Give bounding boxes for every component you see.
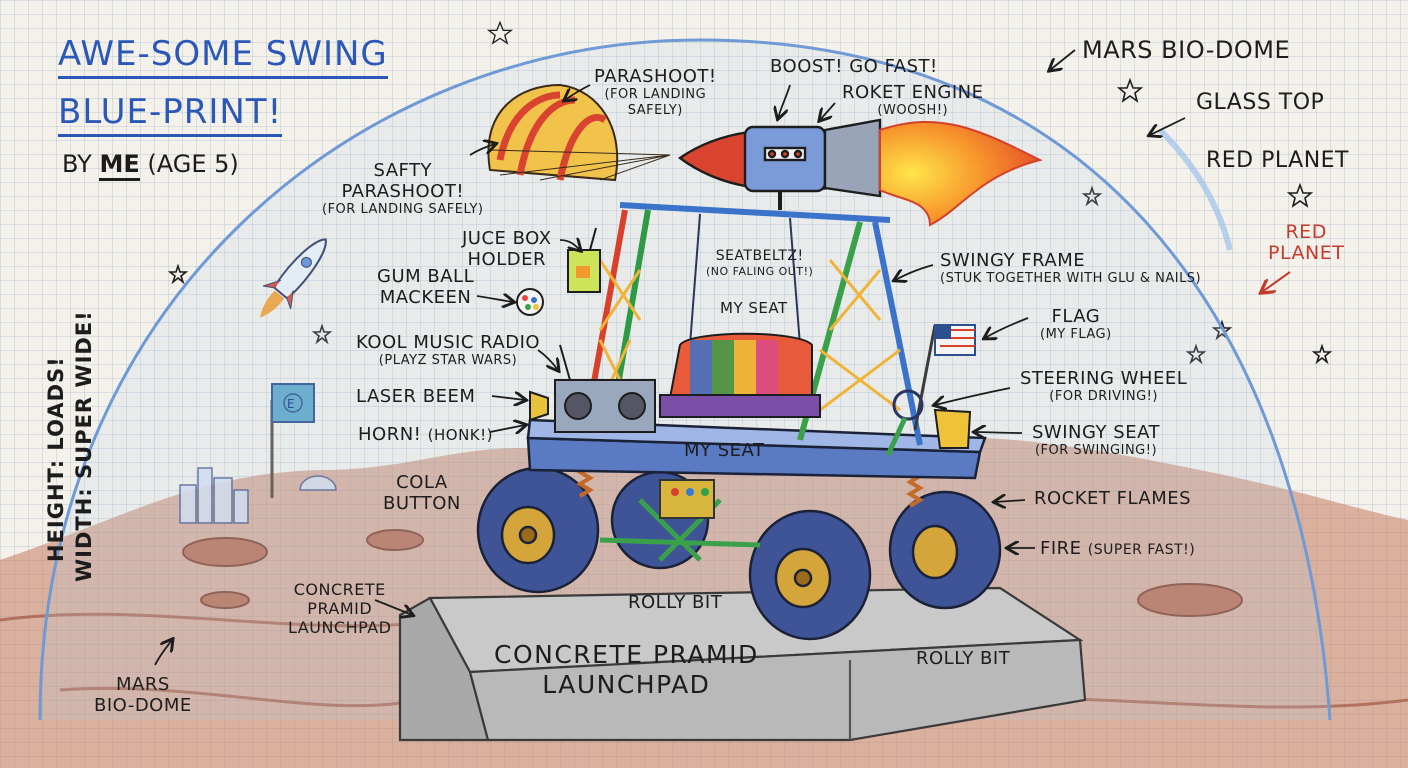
safty-note: (FOR LANDING SAFELY) [322,202,484,217]
juce-line-1: JUCE BOX [462,228,552,249]
label-launchpad-left: CONCRETE PRAMID LAUNCHPAD [288,580,392,637]
star-decoration [167,20,1333,365]
label-mars-bio-dome-bottom: MARS BIO-DOME [94,674,192,716]
byline-suffix: (AGE 5) [147,150,239,178]
label-swingy-seat: SWINGY SEAT (FOR SWINGING!) [1032,422,1160,459]
radio [554,344,656,433]
label-parashoot: PARASHOOT! (FOR LANDING SAFELY) [594,66,717,119]
gum-line-1: GUM BALL [377,266,475,287]
frame-text: SWINGY FRAME [940,250,1086,271]
launchpad [398,586,1087,742]
red-planet-red-line-1: RED [1285,221,1327,243]
cola-line-1: COLA [396,472,448,493]
horn [529,390,549,422]
wheel-front-left [748,509,872,641]
label-glass-top: GLASS TOP [1196,90,1325,115]
byline-me: ME [99,150,140,181]
gum-line-2: MACKEEN [379,287,472,308]
swingy-seat-text: SWINGY SEAT [1032,422,1160,443]
fire-text: FIRE [1040,538,1082,559]
label-fire: FIRE (SUPER FAST!) [1040,538,1195,561]
small-seat [933,408,972,449]
width-label: WIDTH: SUPER WIDE! [72,310,96,582]
label-red-planet-red: RED PLANET [1268,222,1344,264]
safty-line-1: SAFTY [373,160,433,181]
label-rolly-bit-top: ROLLY BIT [628,592,723,613]
rocket [677,118,882,210]
label-rocket-flames: ROCKET FLAMES [1034,488,1192,509]
flag-text: FLAG [1051,306,1101,327]
launchpad-left-3: LAUNCHPAD [288,618,392,637]
frame-note: (STUK TOGETHER WITH GLU & NAILS) [940,271,1202,286]
engine-note: (WOOSH!) [877,103,949,118]
swing-seat [659,213,821,418]
label-roket-engine: ROKET ENGINE (WOOSH!) [842,82,984,119]
label-music-radio: KOOL MUSIC RADIO (PLAYZ STAR WARS) [356,332,540,369]
parashoot-note-1: (FOR LANDING [604,87,707,102]
label-mars-bio-dome-top: MARS BIO-DOME [1082,36,1291,64]
mars-dome-bottom-2: BIO-DOME [94,695,192,716]
city-skyline [179,467,337,524]
seatbelt-text: SEATBELTZ! [715,248,804,264]
steering-wheel [892,389,924,421]
byline: BY ME (AGE 5) [62,150,239,181]
byline-prefix: BY [62,150,92,178]
title-line-2: BLUE-PRINT! [58,92,283,137]
swingy-seat-note: (FOR SWINGING!) [1034,443,1158,458]
radio-note: (PLAYZ STAR WARS) [378,353,518,368]
juice-box [567,227,601,293]
radio-text: KOOL MUSIC RADIO [356,332,541,353]
mars-dome-bottom-1: MARS [115,674,170,695]
rocket-flame [879,120,1043,227]
label-launchpad-big: CONCRETE PRAMID LAUNCHPAD [494,640,759,700]
steering-text: STEERING WHEEL [1020,368,1188,389]
label-horn: HORN! (HONK!) [358,424,493,446]
label-red-planet-black: RED PLANET [1206,148,1349,173]
steering-note: (FOR DRIVING!) [1049,389,1158,404]
height-label: HEIGHT: LOADS! [44,356,68,562]
left-flag [271,383,315,423]
label-safty-parashoot: SAFTY PARASHOOT! (FOR LANDING SAFELY) [322,160,484,218]
flag-note: (MY FLAG) [1040,327,1112,342]
label-swingy-frame: SWINGY FRAME (STUK TOGETHER WITH GLU & N… [940,250,1201,287]
label-cola-button: COLA BUTTON [383,472,461,514]
launchpad-left-1: CONCRETE [293,580,386,599]
label-juce-box: JUCE BOX HOLDER [462,228,552,270]
label-my-seat-upper: MY SEAT [720,299,788,317]
parashoot-note-2: SAFELY) [627,103,683,118]
juce-line-2: HOLDER [467,249,546,270]
horn-note: (HONK!) [427,426,493,444]
cola-line-2: BUTTON [383,493,461,514]
label-laser-beem: LASER BEEM [356,386,476,407]
engine-text: ROKET ENGINE [842,82,984,103]
launchpad-big-2: LAUNCHPAD [542,670,711,699]
red-planet-red-line-2: PLANET [1268,242,1345,264]
seatbelt-note: (NO FALING OUT!) [706,265,814,278]
label-flag: FLAG (MY FLAG) [1040,306,1112,343]
parashoot-text: PARASHOOT! [594,66,717,87]
small-rocket [260,238,327,318]
launchpad-big-1: CONCRETE PRAMID [494,640,759,669]
label-boost: BOOST! GO FAST! [770,56,938,77]
gum-ball-machine [516,288,544,316]
label-gum-ball: GUM BALL MACKEEN [377,266,474,308]
label-rolly-bit-right: ROLLY BIT [916,648,1011,669]
title-line-1: AWE-SOME SWING [58,34,388,79]
label-seatbeltz: SEATBELTZ! (NO FALING OUT!) [706,248,813,280]
flag-lettering: E [287,397,296,411]
launchpad-left-2: PRAMID [307,599,373,618]
crater [182,529,1243,617]
wheel-back-right [888,490,1002,610]
horn-text: HORN! [358,424,422,445]
label-my-seat-deck: MY SEAT [684,440,765,461]
safty-line-2: PARASHOOT! [341,181,465,202]
fire-note: (SUPER FAST!) [1087,542,1196,558]
wheel-back-left [476,466,600,594]
label-steering-wheel: STEERING WHEEL (FOR DRIVING!) [1020,368,1187,405]
